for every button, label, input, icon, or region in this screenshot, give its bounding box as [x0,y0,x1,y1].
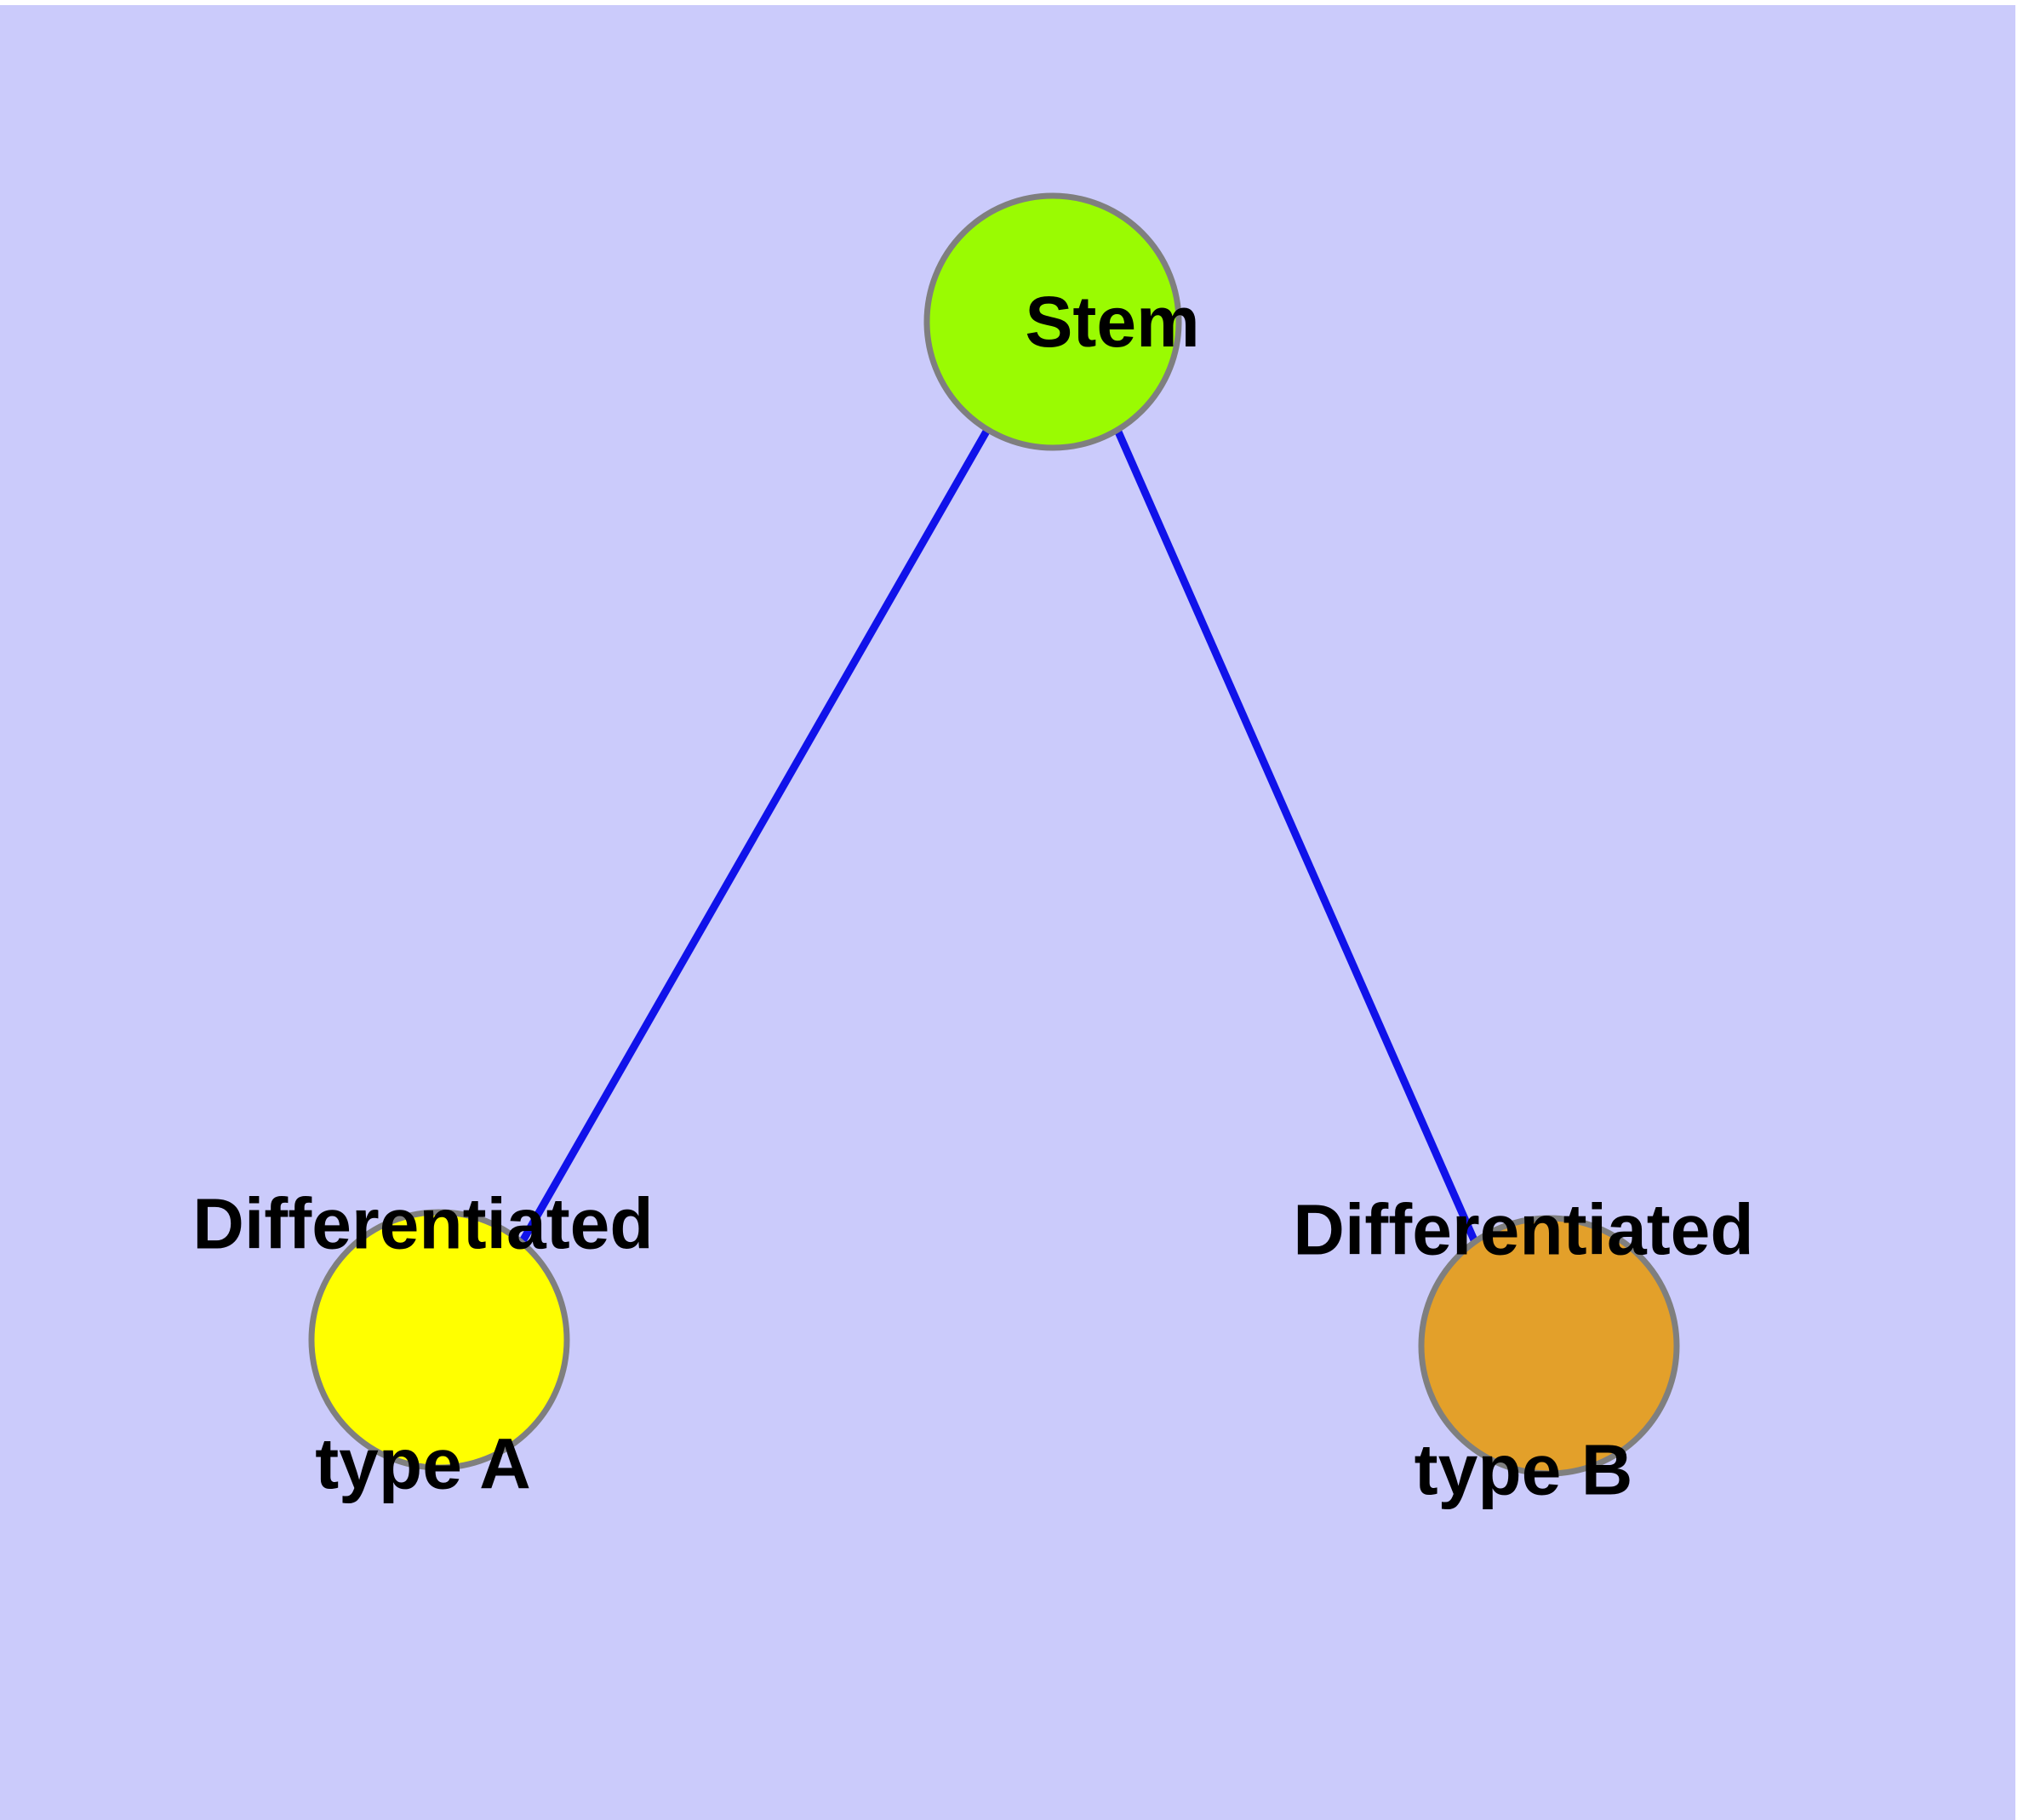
node-differentiated-type-a[interactable] [308,1209,570,1471]
node-stem[interactable] [923,192,1182,451]
edge-stem-to-differentiated-type-a [519,427,991,1244]
node-layer [308,192,1680,1477]
edge-stem-to-differentiated-type-b [1113,428,1479,1244]
diagram-plot-area: Stem Differentiated type A Differentiate… [0,5,2015,1820]
edge-layer [519,427,1479,1244]
node-differentiated-type-b[interactable] [1418,1215,1680,1477]
graph-svg [308,192,1680,1477]
